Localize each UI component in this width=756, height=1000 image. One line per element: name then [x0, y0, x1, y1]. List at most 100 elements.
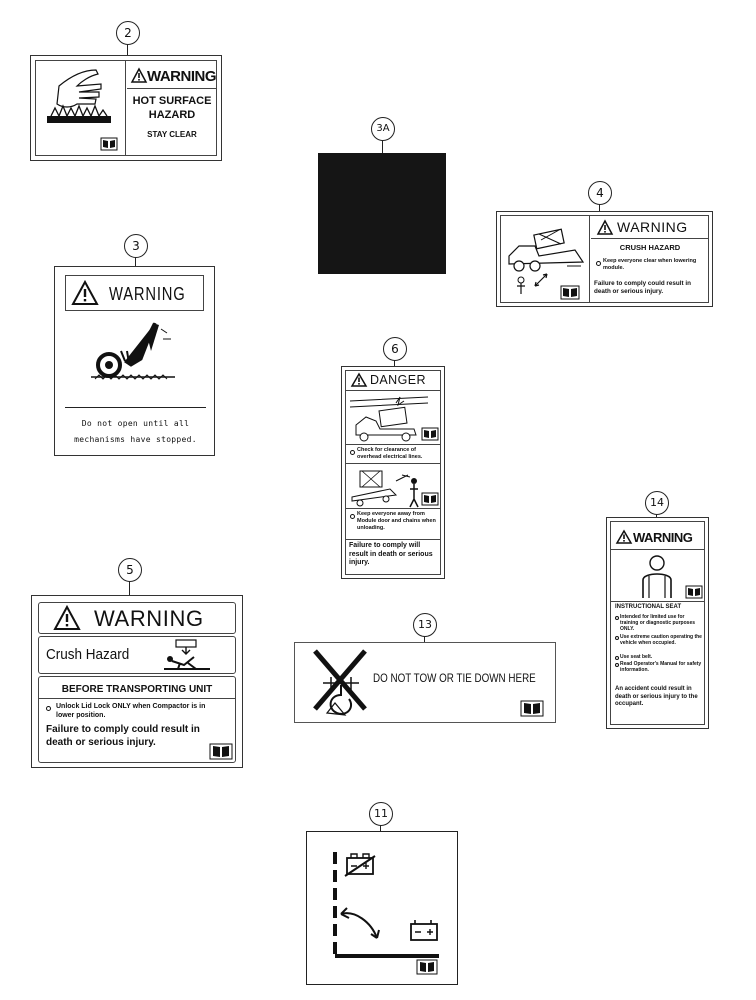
header-rule	[127, 88, 217, 89]
leader-2	[127, 44, 128, 56]
section-rule	[345, 444, 441, 445]
footer-text: Failure to comply will result in death o…	[349, 542, 433, 566]
section-rule	[345, 463, 441, 464]
warning-header: WARNING	[633, 530, 693, 545]
body-text: Do not open until all mechanisms have st…	[74, 419, 197, 444]
decal-danger: DANGER Check for clearance of overhead e…	[341, 366, 445, 579]
header-box	[65, 275, 204, 311]
warning-triangle-icon	[596, 219, 614, 235]
manual-book-icon	[100, 137, 118, 151]
hot-surface-hand-icon	[47, 69, 111, 123]
manual-book-icon	[560, 285, 580, 300]
seat-bullet-4: Read Operator's Manual for safety inform…	[620, 661, 702, 673]
bullet-dot	[615, 616, 619, 620]
rotating-mechanism-icon	[91, 322, 175, 380]
stay-away-text: Keep everyone away from Module door and …	[357, 511, 436, 531]
manual-book-icon	[685, 585, 703, 599]
section-rule	[610, 601, 705, 602]
bullet-dot	[596, 261, 601, 266]
hazard-title: Crush Hazard	[46, 646, 130, 663]
callout-13: 13	[413, 613, 437, 637]
leader-3	[135, 257, 136, 267]
hazard-line-3: STAY CLEAR	[147, 130, 197, 139]
leader-13	[424, 636, 425, 643]
bullet-dot	[615, 663, 619, 667]
manual-book-icon	[421, 427, 439, 441]
seat-bullet-3: Use seat belt.	[620, 654, 653, 660]
callout-3: 3	[124, 234, 148, 258]
bullet-text: Keep everyone clear when lowering module…	[603, 258, 697, 271]
leader-4	[599, 204, 600, 212]
leader-11	[380, 825, 381, 832]
bullet-dot	[350, 514, 355, 519]
manual-book-icon	[416, 959, 438, 975]
hazard-title: CRUSH HAZARD	[619, 243, 681, 252]
bullet-dot	[350, 450, 355, 455]
header-rule	[610, 549, 705, 550]
bullet-dot	[46, 706, 51, 711]
divider	[589, 215, 590, 303]
hazard-line-2: HAZARD	[148, 109, 196, 121]
no-tow-text: DO NOT TOW OR TIE DOWN HERE	[373, 671, 536, 685]
manual-book-icon	[209, 743, 233, 760]
bullet-dot	[615, 636, 619, 640]
warning-header: WARNING	[109, 284, 186, 304]
leader-3a	[382, 140, 383, 153]
seat-bullet-2: Use extreme caution operating the vehicl…	[620, 634, 702, 646]
decal-inner-frame	[500, 215, 709, 303]
hazard-line-1: HOT SURFACE	[132, 95, 212, 107]
footer-text: Failure to comply could result in death …	[46, 724, 200, 748]
crush-person-icon	[164, 639, 210, 670]
leader-14	[656, 514, 657, 517]
instructions-box	[38, 676, 236, 763]
lid-lock-text: Unlock Lid Lock ONLY when Compactor is i…	[56, 703, 206, 719]
decal-hot-surface: WARNING HOT SURFACE HAZARD STAY CLEAR	[30, 55, 222, 161]
decal-inner-frame	[610, 521, 705, 725]
decal-transport-crush-hazard: WARNING Crush Hazard BEFORE TRANSPORTING…	[31, 595, 243, 768]
body-rule	[65, 407, 206, 408]
warning-header: WARNING	[617, 219, 688, 235]
warning-triangle-icon	[53, 604, 81, 630]
battery-switch-diagram	[333, 852, 439, 958]
decal-instructional-seat: WARNING INSTRUCTIONAL SEAT Intended for …	[606, 517, 709, 729]
overhead-lines-icon	[349, 396, 429, 442]
bullet-dot	[615, 656, 619, 660]
decal-battery-disconnect	[306, 831, 458, 985]
warning-triangle-icon	[130, 67, 148, 83]
callout-4: 4	[588, 181, 612, 205]
callout-11: 11	[369, 802, 393, 826]
decal-crush-hazard-module: WARNING CRUSH HAZARD Keep everyone clear…	[496, 211, 713, 307]
decal-inner-frame	[345, 370, 441, 575]
callout-6: 6	[383, 337, 407, 361]
header-box	[38, 602, 236, 634]
module-loader-icon	[508, 228, 585, 294]
callout-14: 14	[645, 491, 669, 515]
decal-black-panel	[318, 153, 446, 274]
decal-inner-frame	[35, 60, 217, 156]
header-rule	[591, 238, 709, 239]
danger-header: DANGER	[370, 373, 426, 387]
section-rule	[345, 539, 441, 540]
warning-triangle-icon	[71, 279, 99, 305]
section-rule	[345, 508, 441, 509]
warning-triangle-icon	[350, 372, 368, 387]
callout-5: 5	[118, 558, 142, 582]
warning-header: WARNING	[94, 606, 204, 631]
callout-3a: 3A	[371, 117, 395, 141]
manual-book-icon	[520, 700, 544, 717]
decal-do-not-tow: DO NOT TOW OR TIE DOWN HERE	[294, 642, 556, 723]
leader-5	[129, 581, 130, 596]
warning-triangle-icon	[615, 529, 633, 544]
seat-bullet-1: Intended for limited use for training or…	[620, 614, 696, 632]
leader-6	[394, 360, 395, 367]
callout-2: 2	[116, 21, 140, 45]
divider	[125, 60, 126, 156]
footer-text: An accident could result in death or ser…	[615, 686, 698, 707]
transport-subtitle: BEFORE TRANSPORTING UNIT	[61, 684, 213, 695]
footer-text: Failure to comply could result in death …	[594, 280, 691, 295]
clearance-text: Check for clearance of overhead electric…	[357, 447, 423, 460]
seated-operator-icon	[642, 555, 672, 598]
hazard-box	[38, 636, 236, 674]
subtitle-rule	[38, 698, 236, 699]
unloading-module-icon	[351, 470, 419, 508]
